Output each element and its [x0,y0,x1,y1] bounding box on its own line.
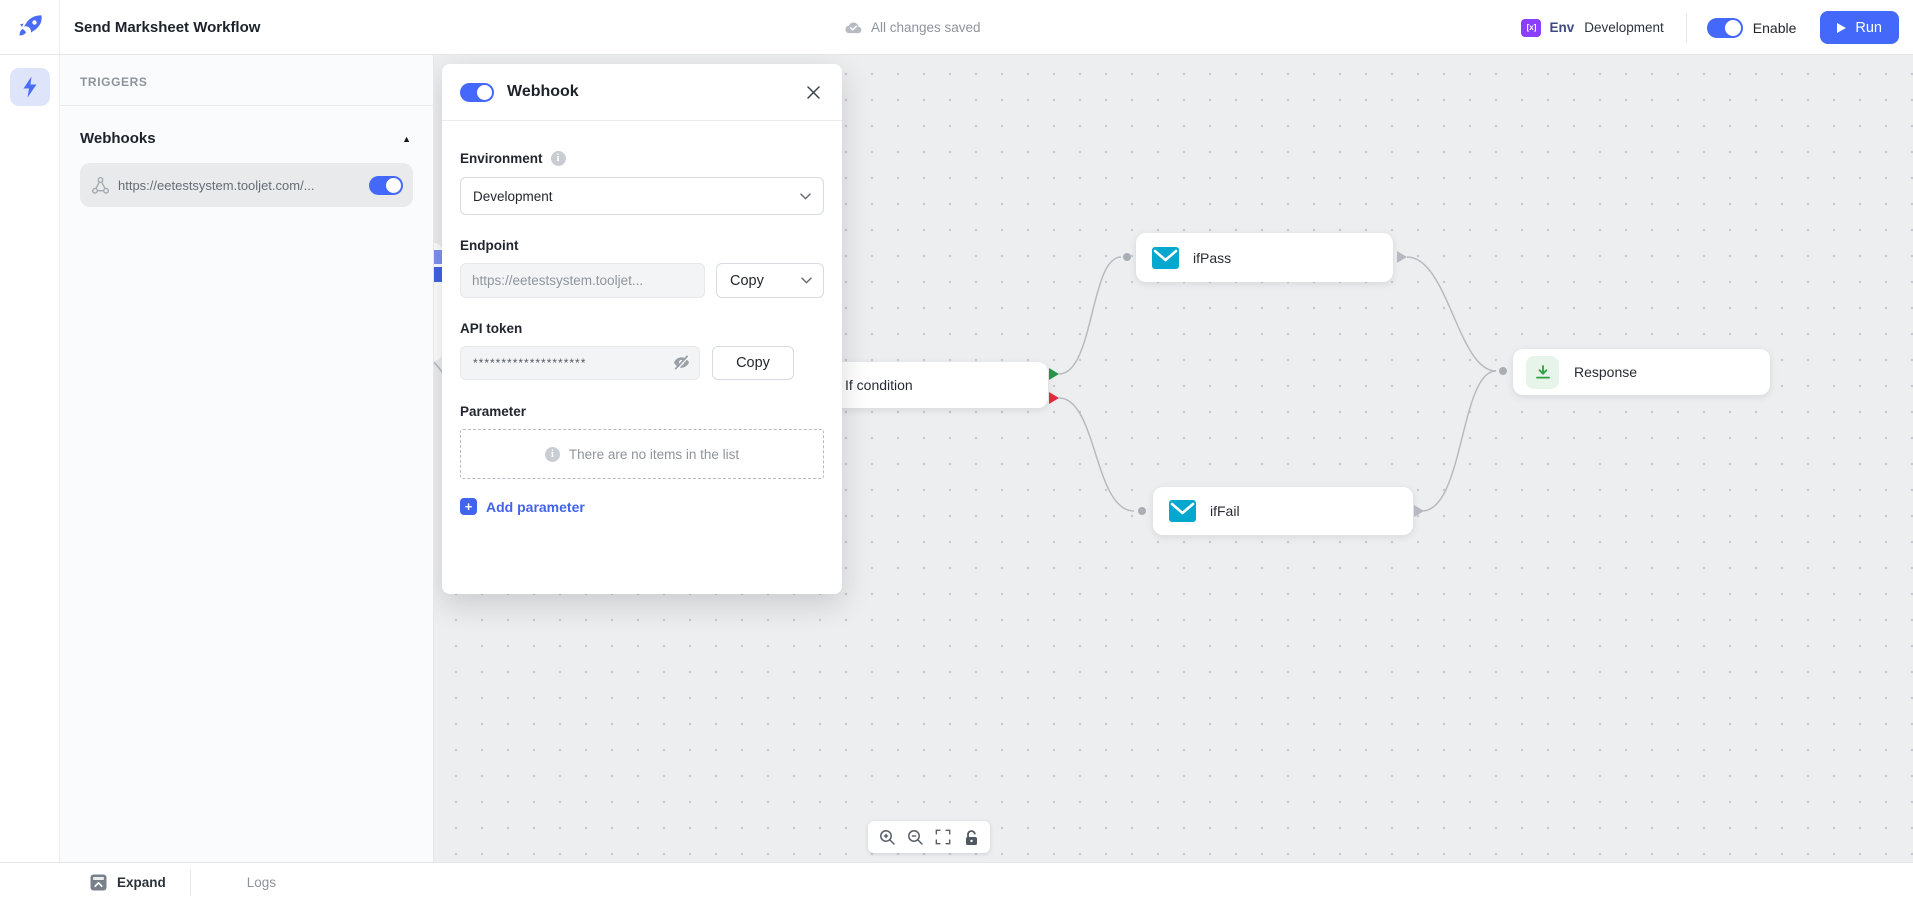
expand-button[interactable]: Expand [90,874,166,891]
trigger-node-accent [431,250,442,264]
email-icon [1152,246,1179,269]
logs-button[interactable]: Logs [246,875,277,890]
play-icon [1837,22,1847,33]
webhook-icon [91,176,110,195]
info-icon: i [544,446,560,462]
response-output-icon [1526,355,1559,389]
if-false-output-handle[interactable] [1049,392,1059,404]
triggers-section-title: TRIGGERS [60,55,433,106]
parameter-label: Parameter [460,404,527,419]
info-icon: i [550,151,566,166]
cloud-check-icon [845,21,862,34]
add-parameter-button[interactable]: + Add parameter [460,498,824,515]
api-token-copy-button[interactable]: Copy [712,346,794,380]
env-value: Development [1584,20,1664,35]
workflow-enable-toggle[interactable] [1706,17,1743,38]
divider [1685,12,1687,43]
webhook-item-toggle[interactable] [369,175,403,195]
node-label: ifFail [1210,503,1240,519]
node-ifpass[interactable]: ifPass [1136,233,1393,282]
triggers-panel-button[interactable] [10,68,50,106]
rocket-icon [19,15,42,36]
run-button[interactable]: Run [1820,11,1899,44]
endpoint-copy-dropdown[interactable]: Copy [716,263,824,298]
add-parameter-label: Add parameter [486,498,585,515]
empty-list-text: There are no items in the list [568,446,740,462]
webhook-enable-toggle[interactable] [460,82,494,102]
modal-title: Webhook [507,83,579,100]
expand-label: Expand [117,875,166,890]
workflow-title: Send Marksheet Workflow [74,18,261,36]
left-icon-rail [0,55,60,862]
run-label: Run [1855,19,1882,36]
expand-panel-icon [90,874,107,891]
api-token-label: API token [460,321,523,336]
enable-label: Enable [1752,19,1797,36]
copy-label: Copy [730,272,764,289]
webhook-config-modal: Webhook Environment i Development Endpoi… [442,64,842,594]
trigger-node-accent [431,267,442,282]
zoom-out-icon[interactable] [905,827,925,847]
api-token-input[interactable] [460,346,700,380]
environment-selected-value: Development [473,188,553,204]
zoom-in-icon[interactable] [877,827,897,847]
plus-icon: + [460,498,477,515]
triggers-sidebar: TRIGGERS Webhooks ▲ https://eetestsystem… [60,55,434,862]
environment-label: Environment [460,151,543,166]
fit-view-icon[interactable] [933,827,953,847]
env-label: Env [1549,20,1575,35]
env-icon: [x] [1521,18,1542,37]
close-icon[interactable] [802,81,824,103]
email-icon [1169,500,1196,522]
bottom-bar: Expand Logs [0,862,1913,902]
collapse-caret-icon[interactable]: ▲ [402,133,411,144]
environment-indicator[interactable]: [x] Env Development [1521,18,1664,37]
save-status: All changes saved [845,0,981,55]
modal-header: Webhook [442,64,842,121]
chevron-down-icon [800,192,811,200]
webhook-list-item[interactable]: https://eetestsystem.tooljet.com/... [80,163,413,207]
node-iffail[interactable]: ifFail [1153,487,1413,535]
divider [189,869,191,896]
endpoint-label: Endpoint [460,238,519,253]
endpoint-input[interactable] [460,263,705,298]
webhooks-group-title: Webhooks [80,130,156,147]
parameter-empty-list: i There are no items in the list [460,429,824,479]
node-label: ifPass [1193,249,1232,266]
top-bar: Send Marksheet Workflow All changes save… [0,0,1913,55]
eye-off-icon[interactable] [672,354,691,376]
canvas-controls [868,821,990,853]
lightning-bolt-icon [23,76,37,98]
lock-icon[interactable] [961,827,981,847]
environment-select[interactable]: Development [460,177,824,215]
node-label: Response [1574,364,1638,380]
ifpass-input-handle[interactable] [1123,253,1131,261]
if-true-output-handle[interactable] [1049,368,1059,380]
iffail-output-handle[interactable] [1414,505,1424,517]
chevron-down-icon [801,277,812,284]
node-response[interactable]: Response [1513,349,1770,395]
save-status-text: All changes saved [871,20,981,35]
iffail-input-handle[interactable] [1138,507,1146,515]
app-logo[interactable] [0,0,60,54]
node-label: If condition [845,377,913,393]
ifpass-output-handle[interactable] [1397,251,1407,263]
response-input-handle[interactable] [1499,367,1507,375]
webhook-url: https://eetestsystem.tooljet.com/... [118,177,315,193]
